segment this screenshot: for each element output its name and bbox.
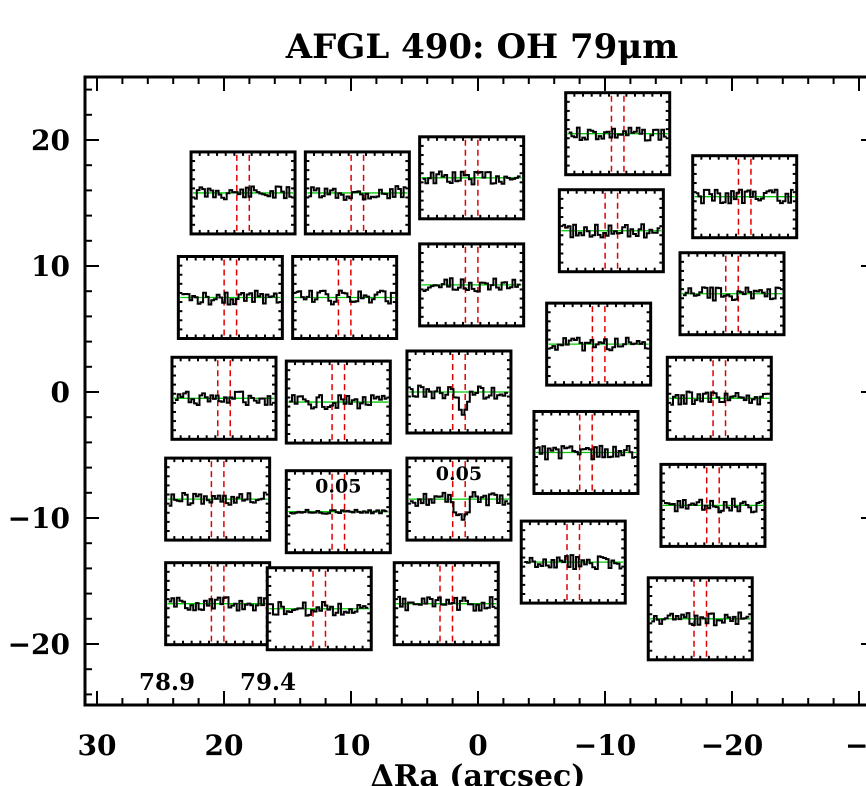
x-tick-label: 0 xyxy=(468,729,487,762)
spectrum-inset: 0.05 xyxy=(284,469,392,555)
spectrum-inset: 78.9 79.4 xyxy=(139,561,296,696)
major-ticks xyxy=(85,77,866,705)
y-tick-label: 20 xyxy=(31,124,70,157)
spectrum-inset xyxy=(284,359,392,445)
spectrum-trace xyxy=(409,491,508,521)
spectrum-trace xyxy=(651,611,750,627)
spectrum-inset xyxy=(519,519,627,605)
spectrum-inset xyxy=(418,135,526,221)
spectrum-inset xyxy=(303,150,411,236)
spectrum-inset xyxy=(564,91,672,177)
spectrum-trace xyxy=(168,491,267,507)
spectrum-trace xyxy=(409,384,508,416)
spectrum-inset xyxy=(164,456,272,542)
spectrum-inset xyxy=(659,462,767,548)
x-axis-label: ΔRa (arcsec) xyxy=(371,759,586,786)
y-tick-label: 10 xyxy=(31,250,70,283)
spectrum-inset xyxy=(678,251,786,337)
spectrum-inset xyxy=(532,409,640,495)
chart-title: AFGL 490: OH 79μm xyxy=(285,27,678,67)
spectrum-trace xyxy=(568,126,667,142)
spectrum-trace xyxy=(289,394,388,410)
spectrum-trace xyxy=(270,601,369,617)
spectrum-trace xyxy=(683,286,781,302)
x-tick-label: −20 xyxy=(701,729,763,762)
spectrum-inset xyxy=(291,255,399,340)
y-tick-label: −20 xyxy=(8,628,70,661)
x-tick-label: −10 xyxy=(574,729,636,762)
y-tick-label: −10 xyxy=(8,502,70,535)
spectrum-inset xyxy=(265,566,373,652)
spectrum-inset xyxy=(665,355,773,441)
spectrum-inset xyxy=(170,355,278,441)
spectrum-trace xyxy=(397,595,496,612)
inset-wavelength-label: 78.9 xyxy=(139,669,195,696)
spectrum-trace xyxy=(422,170,521,186)
y-tick-labels: 20 10 0 −10 −20 xyxy=(8,124,70,661)
spectrum-inset xyxy=(557,188,665,274)
x-tick-label: 20 xyxy=(205,729,244,762)
x-tick-label: 30 xyxy=(78,729,117,762)
spectrum-trace xyxy=(670,390,769,406)
inset-scale-label: 0.05 xyxy=(315,476,361,498)
spectrum-inset xyxy=(176,255,284,340)
spectrum-trace xyxy=(308,185,407,201)
spectrum-inset xyxy=(646,576,754,662)
inset-scale-label: 0.05 xyxy=(436,463,482,485)
spectrum-trace xyxy=(181,289,280,306)
spectrum-trace xyxy=(664,497,762,514)
spectrum-inset xyxy=(392,561,500,647)
spectrum-trace xyxy=(695,188,794,205)
spectrum-trace xyxy=(168,596,267,612)
spectrum-trace xyxy=(537,444,635,461)
spectrum-inset xyxy=(189,150,297,236)
spectrum-trace xyxy=(549,336,648,352)
x-tick-label: 10 xyxy=(332,729,371,762)
inset-wavelength-label: 79.4 xyxy=(240,669,296,696)
spectrum-inset xyxy=(418,242,526,328)
minor-ticks xyxy=(85,77,835,705)
spectrum-trace xyxy=(422,277,521,293)
spectrum-inset xyxy=(691,154,799,240)
spectrum-trace xyxy=(295,289,394,306)
spectrum-inset: 0.05 xyxy=(405,456,513,542)
spectrum-inset xyxy=(545,301,653,387)
spectrum-trace xyxy=(562,223,661,239)
spectrum-trace xyxy=(289,508,388,515)
spectra-insets: 0.05 0.05 78.9 79.4 xyxy=(139,91,799,696)
spectrum-trace xyxy=(194,185,293,201)
x-tick-labels: 30 20 10 0 −10 −20 −3 xyxy=(78,729,866,762)
spectrum-inset xyxy=(405,349,513,435)
spectrum-trace xyxy=(175,390,273,406)
x-tick-label: −3 xyxy=(845,729,866,762)
y-tick-label: 0 xyxy=(51,376,70,409)
spectrum-trace xyxy=(524,554,623,570)
